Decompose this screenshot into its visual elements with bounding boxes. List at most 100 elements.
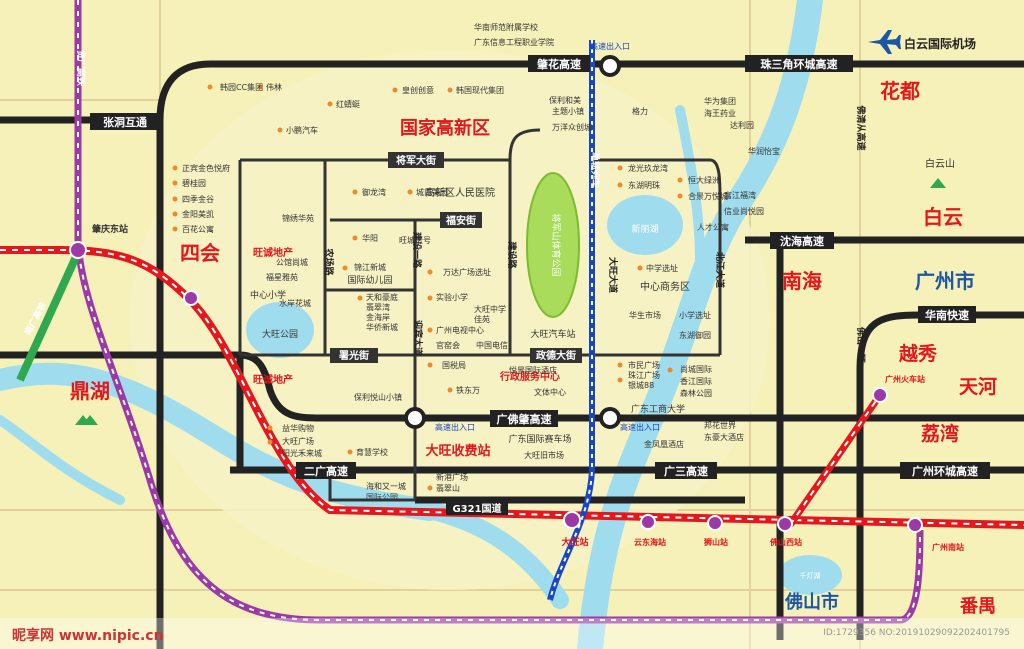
poi-label: 信业尚悦园 xyxy=(724,206,764,216)
poi-label: 悦景国际酒店 xyxy=(509,365,557,375)
road-jiangjun: 将军大街 xyxy=(396,154,436,167)
sports-park xyxy=(526,172,580,318)
poi-label: 华阳 xyxy=(362,233,378,243)
poi-label: 阳光禾来城 xyxy=(282,448,322,458)
road-labels: 肇花高速 珠三角环城高速 张洞互通 沈海高速 华南快速 广佛肇高速 广三高速 广… xyxy=(22,41,990,515)
station-markers xyxy=(69,241,923,533)
road-yingbin: 迎宾大道 xyxy=(412,320,424,356)
central-zone xyxy=(130,50,770,590)
road-guangsan: 广三高速 xyxy=(664,464,708,478)
label-gut: 广东工商大学 xyxy=(631,403,685,415)
road-monorail: 单轨列车 xyxy=(589,152,601,188)
station-yundonghai: 云东海站 xyxy=(634,537,666,547)
station-dawang: 大旺站 xyxy=(561,536,588,548)
label-park-lake: 大旺公园 xyxy=(262,328,298,340)
exit-label-2: 高速出入口 xyxy=(620,422,660,432)
poi-label: 金海岸 xyxy=(366,312,390,322)
poi-label: 合景万悦城 xyxy=(688,191,728,201)
district-sihui: 四会 xyxy=(180,241,220,265)
station-zhaoqingdong: 肇庆东站 xyxy=(92,223,128,235)
poi-label: 金凤凰酒店 xyxy=(644,439,684,449)
district-panyu: 番禺 xyxy=(959,596,996,617)
poi-label: 韩园CC集团 xyxy=(220,82,263,92)
station-shishan: 狮山站 xyxy=(703,537,728,547)
poi-label: 森林公园 xyxy=(680,388,712,398)
poi-label: 广州电视中心 xyxy=(436,325,484,335)
poi-label: 人才公寓 xyxy=(697,222,729,232)
poi-label: 益华购物 xyxy=(282,423,314,433)
poi-label: 华为集团 xyxy=(704,96,736,106)
poi-label: 小鹏汽车 xyxy=(286,125,318,135)
poi-label: 官窑会 xyxy=(436,340,460,350)
poi-label: 万达广场选址 xyxy=(443,267,491,277)
poi-label: 文体中心 xyxy=(534,387,566,397)
poi-labels: 华南师范附属学校广东信息工程职业学院韩园CC集团伟林红蜻蜓皇创创意韩国现代集团保… xyxy=(182,22,780,502)
label-lake-small: 千灯湖 xyxy=(800,571,821,580)
road-foshan-ring: 佛山一环 xyxy=(855,326,867,363)
label-shuiquan: 水岸花城 xyxy=(279,298,311,308)
poi-label: 韩国现代集团 xyxy=(456,85,504,95)
watermark-left: 昵享网 www.nipic.cn xyxy=(12,627,164,644)
district-dinghu: 鼎湖 xyxy=(70,379,110,403)
poi-label: 华侨新城 xyxy=(366,322,398,332)
poi-label: 保利和美 xyxy=(549,95,581,105)
poi-label: 正宾金色悦府 xyxy=(182,163,230,173)
poi-label: 银城88 xyxy=(628,380,654,390)
place-labels: 大旺公园 将军山体育公园 新丽湖 中心商务区 大旺汽车站 高新区人民医院 大旺收… xyxy=(250,186,690,459)
poi-label: 红蜻蜓 xyxy=(336,99,360,109)
road-jianshe: 建设路 xyxy=(506,241,518,269)
label-race: 广东国际赛车场 xyxy=(508,433,571,445)
poi-label: 城南美园 xyxy=(416,187,448,197)
interchanges xyxy=(404,55,621,429)
district-gaoxin: 国家高新区 xyxy=(400,117,490,139)
district-labels: 国家高新区 四会 鼎湖 花都 白云 南海 广州市 越秀 天河 荔湾 佛山市 番禺… xyxy=(70,36,997,617)
poi-label: 锦江新城 xyxy=(354,262,386,272)
poi-label: 大旺广场 xyxy=(282,436,314,446)
label-wangcheng-1: 旺诚地产 xyxy=(253,246,293,259)
poi-label: 国税局 xyxy=(442,360,466,370)
poi-label: 铁东万 xyxy=(456,385,480,395)
poi-label: 国际公园 xyxy=(366,493,398,502)
district-foshan: 佛山市 xyxy=(784,591,839,613)
poi-label: 金阳美凯 xyxy=(182,209,214,219)
poi-label: 保利悦山小镇 xyxy=(354,392,402,402)
road-fuan: 福安街 xyxy=(445,214,476,227)
exit-label-3: 高速出入口 xyxy=(435,422,475,432)
district-guangzhou: 广州市 xyxy=(915,269,975,293)
district-tianhe: 天河 xyxy=(959,376,997,398)
road-beijiang: 北江大道 xyxy=(714,252,726,288)
poi-label: 尚城国际 xyxy=(680,364,712,374)
poi-label: 东湖明珠 xyxy=(628,180,660,190)
poi-label: 锦绣华苑 xyxy=(282,213,314,223)
poi-label: 邦花世界 xyxy=(704,420,736,430)
poi-label: 实验小学 xyxy=(436,292,468,302)
exit-label-1: 高速出入口 xyxy=(590,41,630,51)
label-bus-station: 大旺汽车站 xyxy=(530,328,575,340)
road-shenhai: 沈海高速 xyxy=(780,234,824,248)
monorail-line-dash xyxy=(549,40,593,601)
poi-label: 四季金谷 xyxy=(182,194,214,204)
road-guangzhou-ring: 广州环城高速 xyxy=(912,464,978,478)
road-zhengde: 政德大街 xyxy=(536,349,576,362)
lakes xyxy=(246,195,842,595)
station-labels: 肇庆东站 大旺站 云东海站 狮山站 佛山西站 广州火车站 广州南站 千灯湖 xyxy=(92,223,964,580)
poi-dots xyxy=(172,84,683,491)
poi-label: 御龙湾 xyxy=(362,187,386,197)
watermark-band xyxy=(0,618,1024,649)
road-erguang: 二广高速 xyxy=(304,464,348,478)
poi-label: 皇创创意 xyxy=(402,85,434,95)
label-toll: 大旺收费站 xyxy=(425,443,490,459)
poi-label: 万洋众创城 xyxy=(552,122,592,132)
watermark-right: ID:1729356 NO:20191029092202401795 xyxy=(823,628,1010,638)
station-guangzhounan: 广州南站 xyxy=(932,542,964,552)
poi-label: 华生市场 xyxy=(629,310,661,320)
road-jianshe-1: 建设一路 xyxy=(411,232,423,269)
district-baiyun: 白云 xyxy=(923,205,963,229)
metro-red-line-dash xyxy=(0,249,1024,526)
label-hospital: 高新区人民医院 xyxy=(425,186,495,199)
poi-label: 天和豪庭 xyxy=(366,292,398,302)
poi-label: 市民广场 xyxy=(628,360,660,370)
poi-label: 福星雅苑 xyxy=(266,272,298,282)
